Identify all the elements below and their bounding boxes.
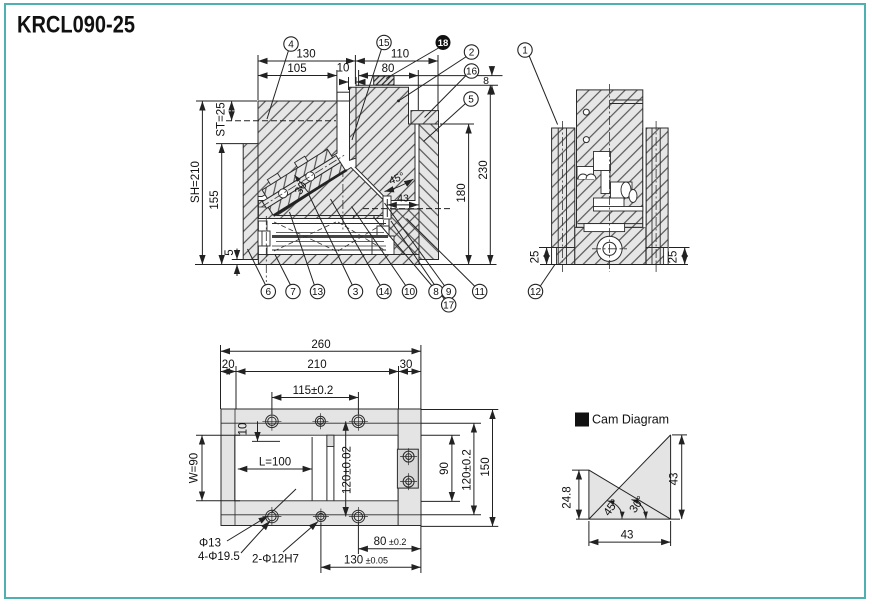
svg-text:17: 17: [443, 300, 455, 311]
svg-text:24.8: 24.8: [562, 486, 574, 508]
svg-text:Φ13: Φ13: [199, 538, 221, 550]
svg-text:Cam Diagram: Cam Diagram: [592, 413, 669, 427]
svg-text:10: 10: [404, 287, 416, 298]
svg-text:110: 110: [391, 49, 409, 61]
svg-text:18: 18: [438, 38, 449, 49]
svg-text:30: 30: [400, 359, 413, 371]
svg-text:3: 3: [353, 287, 359, 298]
svg-text:120±0.02: 120±0.02: [342, 446, 354, 494]
svg-text:4-Φ19.5: 4-Φ19.5: [198, 551, 240, 563]
svg-text:12: 12: [530, 287, 542, 298]
svg-text:45°: 45°: [387, 170, 406, 187]
svg-text:230: 230: [478, 160, 490, 179]
svg-text:14: 14: [378, 287, 390, 298]
svg-text:5: 5: [224, 249, 236, 255]
svg-text:80: 80: [382, 63, 395, 75]
svg-text:130: 130: [296, 49, 315, 61]
svg-text:30: 30: [293, 180, 310, 197]
svg-text:15: 15: [378, 38, 390, 49]
svg-text:W=90: W=90: [189, 453, 201, 483]
svg-text:ST=25: ST=25: [216, 102, 228, 136]
svg-text:2: 2: [469, 48, 475, 59]
svg-text:120±0.2: 120±0.2: [461, 449, 473, 491]
svg-text:80 ±0.2: 80 ±0.2: [374, 536, 407, 548]
svg-text:90: 90: [439, 462, 451, 475]
svg-text:115±0.2: 115±0.2: [293, 385, 334, 397]
svg-text:155: 155: [209, 190, 221, 209]
svg-text:13: 13: [312, 287, 324, 298]
svg-text:105: 105: [287, 63, 306, 75]
svg-text:25: 25: [530, 251, 542, 264]
svg-text:43: 43: [397, 193, 409, 205]
svg-text:25: 25: [668, 251, 680, 264]
svg-text:5: 5: [468, 95, 474, 106]
svg-text:8: 8: [433, 287, 439, 298]
svg-text:260: 260: [311, 339, 330, 351]
svg-text:4: 4: [288, 40, 294, 51]
svg-text:43: 43: [621, 530, 634, 542]
svg-text:2-Φ12H7: 2-Φ12H7: [252, 554, 299, 566]
svg-text:130 ±0.05: 130 ±0.05: [344, 555, 388, 567]
svg-text:SH=210: SH=210: [190, 161, 202, 203]
svg-text:KRCL090-25: KRCL090-25: [17, 12, 135, 39]
svg-text:43: 43: [669, 473, 681, 486]
svg-text:6: 6: [266, 287, 272, 298]
svg-text:10: 10: [337, 63, 350, 75]
svg-text:16: 16: [466, 67, 478, 78]
svg-text:150: 150: [480, 457, 492, 476]
svg-text:1: 1: [522, 46, 528, 57]
svg-text:20: 20: [222, 359, 235, 371]
svg-text:11: 11: [475, 287, 486, 298]
svg-text:7: 7: [290, 287, 296, 298]
svg-text:8: 8: [483, 75, 489, 87]
svg-text:180: 180: [456, 183, 468, 202]
svg-text:10: 10: [238, 423, 250, 436]
svg-text:L=100: L=100: [259, 457, 291, 469]
svg-text:210: 210: [307, 359, 326, 371]
svg-text:9: 9: [446, 287, 452, 298]
